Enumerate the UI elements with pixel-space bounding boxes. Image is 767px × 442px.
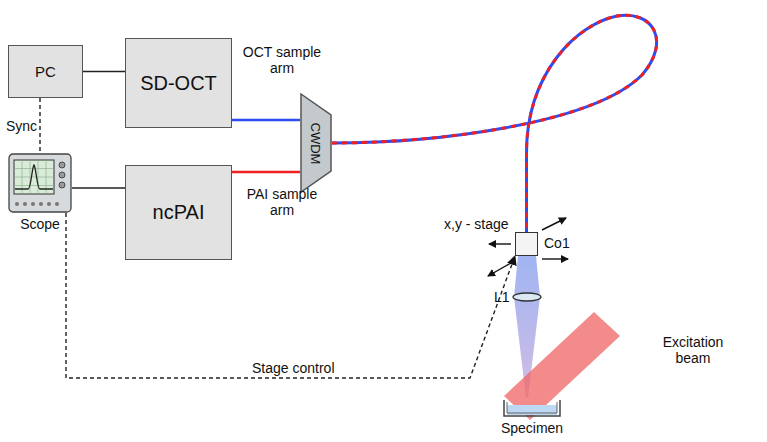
collimator: Co1: [515, 232, 538, 256]
sd-oct-box: SD-OCT: [125, 38, 232, 128]
connector-line: [232, 119, 300, 122]
optical-fiber: [332, 15, 657, 232]
stage-label: x,y - stage: [444, 216, 509, 232]
node-label: Co1: [544, 235, 570, 251]
connector: [232, 120, 300, 121]
node-label: CWDM: [309, 122, 324, 164]
beam-label: Excitation beam: [648, 334, 738, 366]
connector-line: [39, 98, 40, 153]
lens-label: L1: [494, 289, 510, 305]
connector: [40, 98, 41, 153]
scope-icon: [8, 153, 72, 213]
connector-line: [83, 71, 125, 72]
connector-line: [232, 171, 300, 174]
edge-label: OCT sample arm: [240, 44, 324, 76]
oscilloscope: Scope: [8, 153, 72, 213]
computer-box: PC: [8, 45, 83, 98]
excitation-beam-band: [504, 312, 620, 420]
node-label: Scope: [20, 216, 60, 232]
connector: [232, 172, 300, 173]
edge-label: Stage control: [252, 360, 335, 376]
connector: [72, 188, 125, 189]
lens: [513, 293, 541, 301]
probe-beam: [514, 256, 540, 398]
dish-outline: [503, 398, 561, 418]
cwdm-coupler: CWDM: [300, 93, 332, 193]
edge-label: PAI sample arm: [240, 186, 324, 218]
node-label: PC: [35, 63, 56, 80]
fiber-stripe: [332, 15, 657, 232]
specimen-dish: Specimen: [503, 398, 561, 418]
node-label: ncPAI: [153, 201, 205, 224]
connector-line: [332, 15, 657, 232]
node-label: SD-OCT: [140, 72, 217, 95]
connector: [83, 71, 125, 72]
edge-label: Sync: [6, 118, 37, 134]
node-label: Specimen: [501, 420, 563, 436]
connector-line: [72, 187, 125, 188]
ncpai-box: ncPAI: [125, 165, 232, 260]
